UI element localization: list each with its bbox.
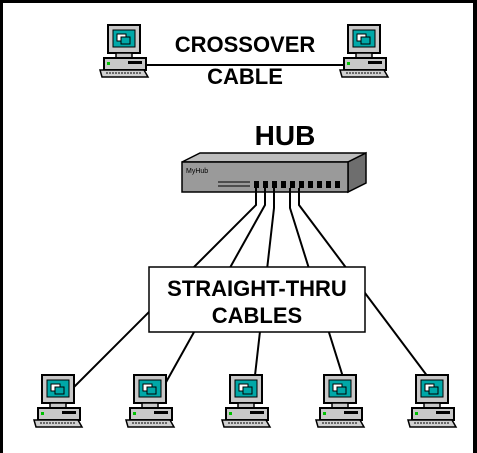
- computer-icon: [33, 374, 83, 428]
- hub-brand: MyHub: [186, 168, 208, 175]
- computer-icon: [339, 24, 389, 78]
- straight-thru-label-line1: STRAIGHT-THRU: [167, 276, 347, 301]
- computer-icon: [125, 374, 175, 428]
- hub-title: HUB: [255, 120, 316, 151]
- computer-icon: [315, 374, 365, 428]
- straight-thru-label-box: [148, 266, 366, 333]
- crossover-label-line2: CABLE: [207, 64, 283, 89]
- hub-icon: MyHub: [181, 151, 367, 194]
- computer-icon: [221, 374, 271, 428]
- crossover-label-line1: CROSSOVER: [175, 32, 316, 57]
- computer-icon: [99, 24, 149, 78]
- straight-thru-label-line2: CABLES: [212, 303, 302, 328]
- computer-icon: [407, 374, 457, 428]
